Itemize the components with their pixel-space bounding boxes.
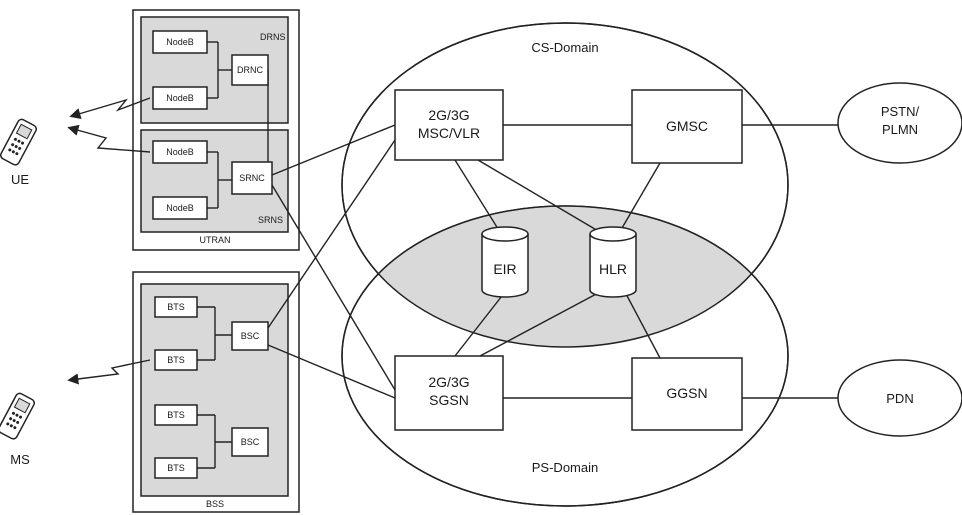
- ps-domain-label: PS-Domain: [532, 460, 598, 475]
- bts-1: [154, 296, 198, 318]
- bts-3: [154, 404, 198, 426]
- ggsn-node: GGSN: [631, 357, 743, 431]
- svg-text:BTS: BTS: [167, 410, 185, 420]
- bts-2: [154, 349, 198, 371]
- drns-label: DRNS: [260, 32, 286, 42]
- drnc-node: [231, 54, 269, 86]
- domain-overlap: [342, 206, 788, 347]
- pdn-label: PDN: [886, 391, 913, 406]
- hlr-database: HLR: [589, 226, 637, 298]
- ps-domain-outline: [341, 205, 789, 507]
- srnc-node: [231, 161, 273, 195]
- msc-line2: MSC/VLR: [418, 125, 480, 141]
- svg-text:NodeB: NodeB: [166, 93, 194, 103]
- pstn-label: PSTN/: [881, 104, 920, 119]
- core-links: [454, 124, 838, 399]
- nodeb-drns-1: [152, 30, 208, 54]
- pstn-plmn-ellipse: [837, 82, 962, 164]
- cs-domain-label: CS-Domain: [531, 40, 598, 55]
- nodeb-srns-1: [152, 140, 208, 164]
- ue-label: UE: [11, 172, 29, 187]
- sgsn-line1: 2G/3G: [428, 374, 469, 390]
- svg-text:NodeB: NodeB: [166, 37, 194, 47]
- bsc-2: [231, 427, 269, 457]
- sgsn-node: 2G/3G SGSN: [394, 355, 504, 431]
- eir-label: EIR: [493, 261, 516, 277]
- bss-label: BSS: [206, 499, 224, 509]
- ggsn-label: GGSN: [666, 385, 707, 401]
- svg-text:BTS: BTS: [167, 355, 185, 365]
- ms-label: MS: [10, 452, 30, 467]
- utran-label: UTRAN: [200, 235, 231, 245]
- bsc-1: [231, 321, 269, 351]
- nodeb-drns-2: [152, 86, 208, 110]
- svg-text:BSC: BSC: [241, 437, 260, 447]
- ms-phone-icon: [0, 392, 35, 440]
- nodeb-srns-2: [152, 196, 208, 220]
- gmsc-node: GMSC: [631, 89, 743, 164]
- plmn-label: PLMN: [882, 122, 918, 137]
- eir-database: EIR: [481, 226, 529, 298]
- sgsn-line2: SGSN: [429, 392, 469, 408]
- svg-text:SRNC: SRNC: [239, 173, 265, 183]
- access-core-links: [267, 124, 396, 399]
- srns-label: SRNS: [258, 215, 283, 225]
- external-networks: PSTN/ PLMN PDN: [837, 82, 962, 437]
- ue-phone-icon: [0, 118, 37, 166]
- utran-group: UTRAN DRNS SRNS NodeB NodeB DRNC NodeB N…: [132, 9, 300, 251]
- svg-text:DRNC: DRNC: [237, 65, 263, 75]
- svg-text:BTS: BTS: [167, 463, 185, 473]
- hlr-label: HLR: [599, 261, 627, 277]
- svg-text:BSC: BSC: [241, 331, 260, 341]
- svg-text:NodeB: NodeB: [166, 147, 194, 157]
- radio-links: [67, 97, 151, 385]
- msc-vlr-node: 2G/3G MSC/VLR: [394, 89, 504, 161]
- gmsc-label: GMSC: [666, 118, 708, 134]
- bss-group: BSS BTS BTS BSC BTS BTS BSC: [132, 271, 300, 513]
- bts-4: [154, 457, 198, 479]
- msc-line1: 2G/3G: [428, 107, 469, 123]
- cs-domain-outline: [341, 22, 789, 348]
- svg-text:NodeB: NodeB: [166, 203, 194, 213]
- svg-text:BTS: BTS: [167, 302, 185, 312]
